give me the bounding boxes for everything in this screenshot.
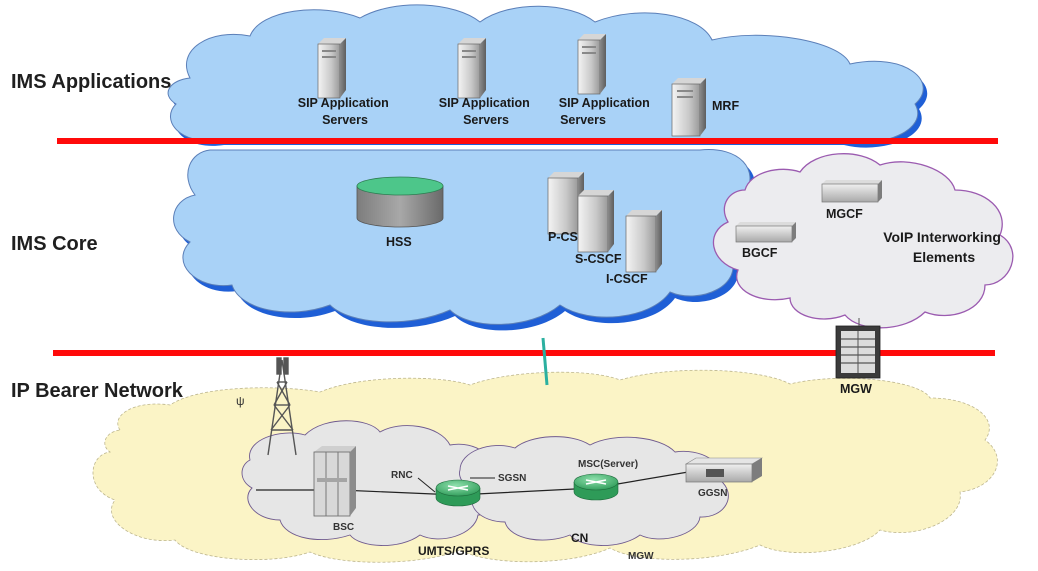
sip-app-server-1-label: SIP Application Servers	[298, 96, 392, 127]
ip-bearer-network-layer-label: IP Bearer Network	[11, 380, 184, 402]
p-cscf-server-icon	[547, 172, 584, 235]
antenna-signal-icon: ψ	[236, 394, 245, 408]
ims-core-layer-label: IMS Core	[11, 233, 98, 255]
ggsn-label: GGSN	[698, 488, 727, 499]
ims-applications-cloud	[167, 4, 928, 148]
umts-gprs-label: UMTS/GPRS	[418, 544, 489, 558]
mgcf-label: MGCF	[826, 207, 863, 221]
mrf-label: MRF	[712, 99, 739, 113]
i-cscf-label: I-CSCF	[606, 272, 648, 286]
voip-interworking-label: VoIP Interworking Elements	[883, 229, 1005, 265]
hss-label: HSS	[386, 235, 412, 249]
msc-server-label: MSC(Server)	[578, 459, 638, 470]
rnc-label: RNC	[391, 470, 413, 481]
sip-app-server-3-label: SIP Application Servers	[559, 96, 653, 127]
mgw-core-label: MGW	[840, 382, 872, 396]
ims-applications-layer-label: IMS Applications	[11, 71, 171, 93]
ggsn-box-icon	[684, 457, 764, 483]
sgsn-label: SGSN	[498, 473, 526, 484]
voip-interworking-cloud	[712, 153, 1014, 329]
rnc-link	[417, 477, 436, 493]
s-cscf-label: S-CSCF	[575, 252, 622, 266]
bsc-cabinet-icon	[313, 446, 356, 517]
msc-router-icon	[573, 473, 619, 501]
mgw-rack-icon	[835, 325, 881, 379]
bgcf-label: BGCF	[742, 246, 778, 260]
hss-database-icon	[356, 176, 444, 228]
ims-core-cloud	[173, 149, 765, 331]
sgsn-router-icon	[435, 479, 481, 507]
sip-app-server-3-icon	[577, 34, 606, 95]
bgcf-box-icon	[735, 222, 796, 243]
s-cscf-server-icon	[577, 190, 614, 253]
antenna-tower-icon	[267, 357, 297, 456]
mgw-bearer-label: MGW	[628, 551, 654, 562]
p-cscf-label: P-CS	[548, 230, 578, 244]
core-bearer-link	[541, 337, 549, 386]
mgcf-box-icon	[821, 180, 882, 203]
cn-label: CN	[571, 531, 588, 545]
sip-app-server-2-icon	[457, 38, 486, 99]
bsc-label: BSC	[333, 522, 354, 533]
sip-app-server-2-label: SIP Application Servers	[439, 96, 533, 127]
umts-gprs-subnet-cloud	[241, 420, 502, 546]
i-cscf-server-icon	[625, 210, 662, 273]
mrf-server-icon	[671, 78, 706, 137]
sip-app-server-1-icon	[317, 38, 346, 99]
